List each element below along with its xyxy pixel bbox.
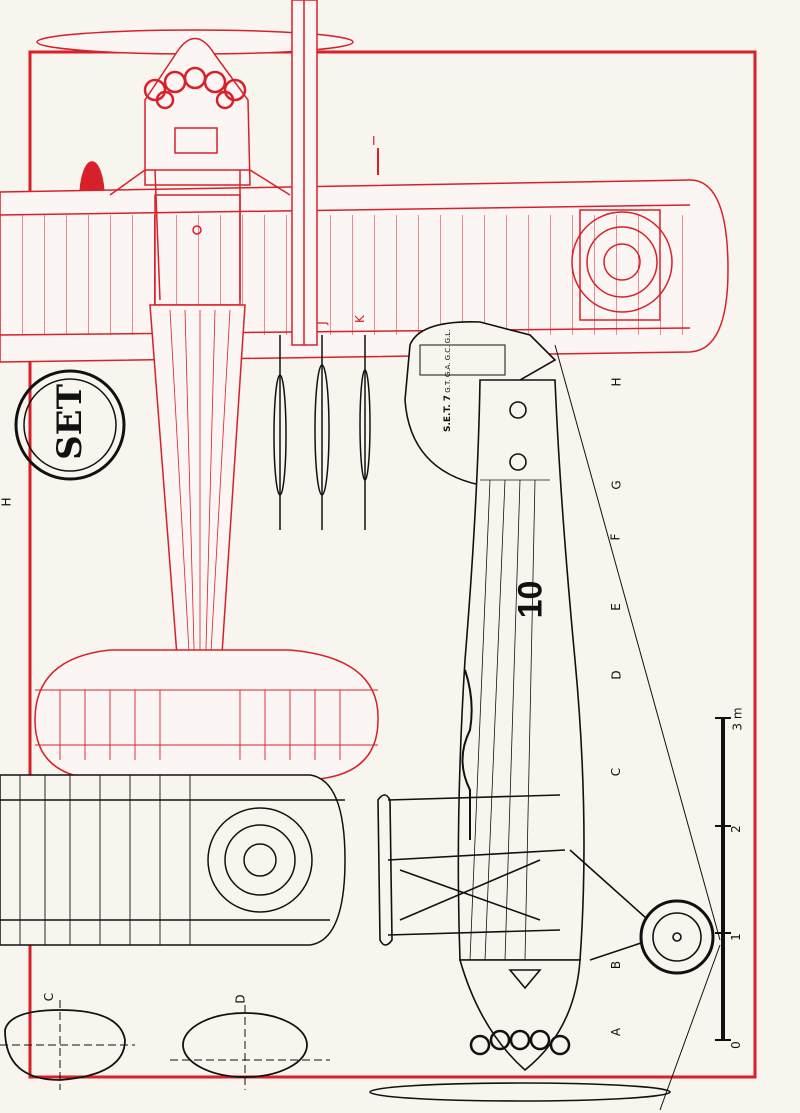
station-label-g: G [609,480,624,490]
side-wheel [639,899,715,975]
nose-cowl [458,959,581,1072]
section-label-d: D [233,994,248,1004]
wing-roundel [571,209,673,321]
fuselage-side [457,379,585,961]
sheet-border [28,50,757,1079]
lower-wing-view [0,774,346,946]
fuselage-number: 10 [511,580,550,619]
section-label-h-left: H [0,497,14,507]
scale-bar [715,717,731,1041]
station-label-e: E [608,603,623,611]
section-c [4,1009,126,1081]
wing-side-profile [377,794,393,946]
fuselage-cross-sections [0,1000,330,1090]
section-label-i: I [372,134,376,148]
station-label-b: B [609,960,624,970]
info-line-gt: G.T. [444,379,452,393]
scale-tick-2: 2 [728,825,743,833]
logo-letters: SET [50,384,90,460]
station-label-f: F [608,533,623,541]
set-logo [14,369,126,481]
station-label-h: H [609,377,624,387]
section-label-k: K [352,315,367,323]
info-line-gl: G.L. [444,329,452,344]
info-box: S.E.T. 7 G.T. G.A. G.C. G.L. [443,312,472,432]
engine-cowling [144,37,251,186]
radial-engine [143,66,247,110]
lower-wing [0,774,346,946]
wing-rib-sections [273,335,371,530]
section-label-j: J [314,321,329,325]
scale-tick-0: 0 [728,1041,743,1049]
scale-tick-1: 1 [728,933,743,941]
side-propeller [369,1082,671,1102]
info-line-title: S.E.T. 7 [443,394,453,432]
info-line-ga: G.A. [444,362,452,378]
scale-tick-3: 3 m [730,707,745,731]
info-line-gc: G.C. [444,345,452,361]
lower-roundel [207,807,313,913]
station-label-c: C [609,767,624,777]
plan-view: I [0,0,729,781]
side-view [369,321,721,1111]
station-label-d: D [609,670,624,680]
station-label-a: A [609,1027,624,1037]
section-label-c: C [42,992,57,1002]
tailplane [34,649,379,781]
